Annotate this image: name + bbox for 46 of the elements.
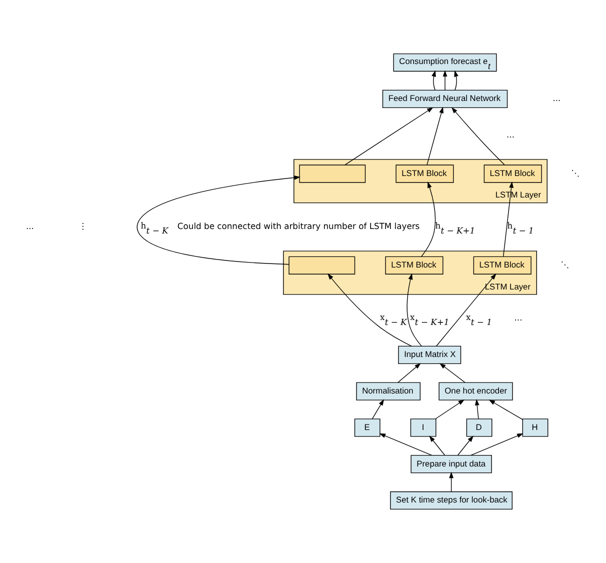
node-box: Input Matrix X (398, 346, 462, 364)
arrow (379, 433, 432, 456)
label: ... (506, 129, 515, 140)
arrow (451, 107, 505, 166)
node-box: E (354, 418, 380, 437)
arrow (474, 399, 480, 420)
arrow (454, 70, 458, 90)
node-box: H (522, 418, 548, 437)
label: ... (552, 93, 561, 104)
arrow (372, 399, 384, 420)
node-box: LSTM Block (385, 256, 444, 274)
arrow (136, 175, 301, 265)
node-box: LSTM Block (396, 164, 454, 183)
arrow (449, 472, 454, 492)
node-box (288, 256, 356, 274)
label: ... (26, 221, 34, 232)
node-box (299, 164, 366, 183)
node-box: Prepare input data (410, 454, 492, 474)
arrow (432, 70, 436, 90)
node-box: I (410, 418, 436, 437)
arrow (421, 182, 436, 257)
arrow (435, 400, 465, 420)
node-box: Feed Forward Neural Network (382, 90, 508, 108)
label: ⋱ (571, 168, 580, 178)
node-box: LSTM Block (484, 164, 542, 183)
arrow (344, 107, 434, 166)
arrow (426, 106, 444, 166)
arrow (439, 363, 466, 383)
label: ⋱ (560, 260, 570, 270)
node-box: One hot encoder (438, 382, 513, 400)
arrow (406, 273, 422, 346)
arrow (436, 273, 496, 346)
node-box: D (466, 418, 492, 437)
arrow (470, 433, 524, 456)
label: ⋮ (78, 221, 88, 232)
label: Could be connected with arbitrary number of LSTM layers (177, 221, 420, 232)
arrow (442, 70, 448, 90)
arrow (457, 436, 474, 456)
node-box: Set K time steps for look-back (390, 491, 513, 510)
arrow (328, 273, 412, 347)
node-box: LSTM Block (473, 256, 532, 274)
arrow (398, 363, 421, 383)
arrow (488, 400, 523, 420)
arrow (429, 436, 446, 456)
node-box: Normalisation (356, 382, 421, 400)
label: ... (514, 312, 522, 323)
